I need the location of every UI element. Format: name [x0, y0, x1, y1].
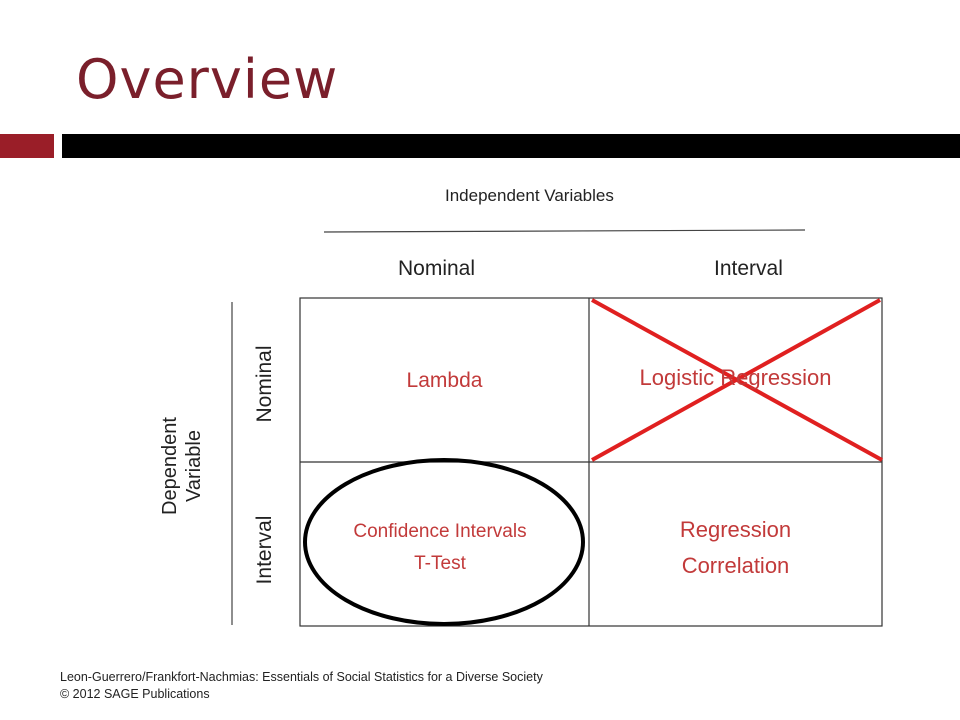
cell-confidence-intervals: Confidence Intervals T-Test	[300, 516, 580, 580]
cell-logistic-regression: Logistic Regression	[639, 365, 832, 390]
row-group-label-line1: Dependent	[159, 417, 181, 515]
footer-line-2: © 2012 SAGE Publications	[60, 687, 210, 701]
title-accent-bar	[0, 134, 54, 158]
cell-ttest-line: T-Test	[414, 553, 466, 574]
column-group-rule	[323, 229, 806, 233]
title-divider-bar	[62, 134, 960, 158]
circled-cell-highlight	[303, 458, 585, 626]
cell-confidence-intervals-line1: Confidence Intervals	[353, 521, 527, 542]
row-group-label: Dependent Variable	[158, 406, 206, 526]
slide-title: Overview	[76, 48, 339, 111]
cell-correlation-line: Correlation	[681, 553, 790, 578]
row-header-interval: Interval	[253, 515, 276, 585]
column-header-nominal: Nominal	[398, 257, 476, 280]
cell-lambda: Lambda	[406, 369, 483, 392]
cell-regression-line: Regression	[679, 517, 792, 542]
column-group-label: Independent Variables	[445, 186, 614, 205]
footer-citation: Leon-Guerrero/Frankfort-Nachmias: Essent…	[60, 669, 543, 703]
row-group-label-line2: Variable	[183, 430, 205, 502]
cell-regression-correlation: Regression Correlation	[589, 512, 882, 584]
row-header-nominal: Nominal	[253, 345, 276, 423]
footer-line-1: Leon-Guerrero/Frankfort-Nachmias: Essent…	[60, 670, 543, 684]
column-header-interval: Interval	[714, 257, 783, 280]
cross-out-line-2	[591, 298, 881, 462]
